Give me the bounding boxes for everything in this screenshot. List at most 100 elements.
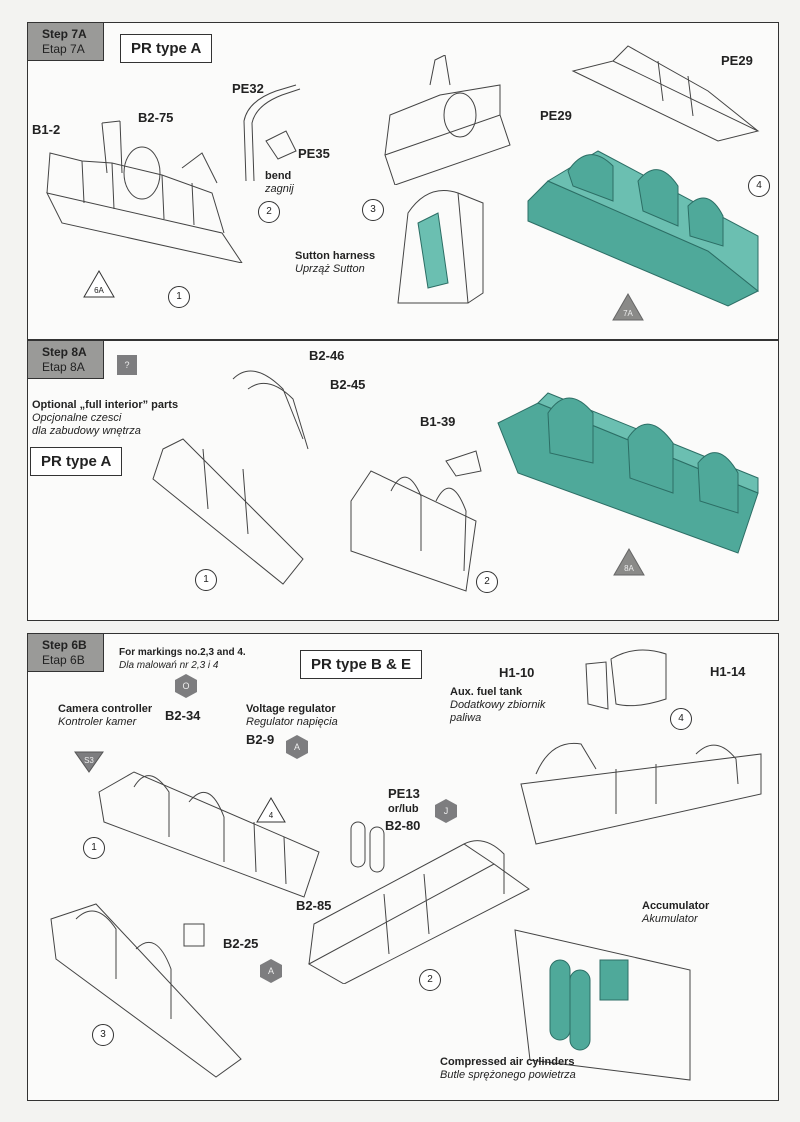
step-8a-etap: Etap 8A <box>42 360 85 374</box>
optional-parts-pl1: Opcjonalne czesci <box>32 412 122 424</box>
aux-fuel-tank-pl1: Dodatkowy zbiornik <box>450 699 546 711</box>
step-6b-type-box: PR type B & E <box>300 650 423 679</box>
cockpit-result-7a <box>527 150 759 307</box>
cockpit-frame-drawing-8a-2 <box>350 450 482 592</box>
hex-icon-a2: A <box>260 959 282 983</box>
substep-2: 2 <box>258 201 280 223</box>
reference-triangle-text: 6A <box>94 286 104 295</box>
result-triangle-8a-icon: 8A <box>613 548 645 576</box>
hex-icon-o: O <box>175 674 197 698</box>
compressed-air-note: Compressed air cylinders Butle sprężoneg… <box>440 1056 576 1082</box>
compressed-air-pl: Butle sprężonego powietrza <box>440 1069 576 1081</box>
part-label-b1-39: B1-39 <box>420 414 456 429</box>
accumulator-pl: Akumulator <box>642 913 698 925</box>
aux-fuel-tank-note: Aux. fuel tank Dodatkowy zbiornik paliwa <box>450 686 545 725</box>
step-8a-type-box: PR type A <box>30 447 123 476</box>
part-label-b2-34: B2-34 <box>165 708 201 723</box>
cockpit-frame-drawing-6b-1 <box>98 771 320 898</box>
step-8a-label: Step 8A Etap 8A <box>28 341 104 379</box>
markings-en: For markings no.2,3 and 4. <box>119 647 246 658</box>
part-label-pe35: PE35 <box>298 146 330 161</box>
result-triangle-8a-text: 8A <box>624 564 634 573</box>
part-label-h1-10: H1-10 <box>499 665 535 680</box>
step-7a-title: Step 7A <box>42 27 87 41</box>
part-label-b2-75: B2-75 <box>138 110 174 125</box>
hex-icon-a1: A <box>286 735 308 759</box>
step-6b-title: Step 6B <box>42 638 87 652</box>
harness-note-pl: Uprząż Sutton <box>295 263 365 275</box>
step-7a-label: Step 7A Etap 7A <box>28 23 104 61</box>
part-label-pe29-top: PE29 <box>721 53 753 68</box>
step-6b-panel: Step 6B Etap 6B For markings no.2,3 and … <box>27 633 779 1101</box>
part-label-pe29-mid: PE29 <box>540 108 572 123</box>
cockpit-result-8a <box>497 392 759 554</box>
optional-parts-note: Optional „full interior” parts Opcjonaln… <box>32 399 178 438</box>
substep-6b-4: 4 <box>670 708 692 730</box>
part-label-b2-46: B2-46 <box>309 348 345 363</box>
substep-6b-1: 1 <box>83 837 105 859</box>
cockpit-frame-drawing-4 <box>571 45 760 142</box>
reference-triangle-6b-icon: 4 <box>256 797 286 823</box>
cockpit-frame-drawing-6b-2 <box>307 840 530 984</box>
part-label-b1-2: B1-2 <box>32 122 61 137</box>
voltage-regulator-en: Voltage regulator <box>246 703 336 715</box>
part-label-pe32: PE32 <box>232 81 264 96</box>
step-7a-panel: Step 7A Etap 7A PR type A <box>27 22 779 340</box>
accumulator-en: Accumulator <box>642 900 710 912</box>
harness-note: Sutton harness Uprząż Sutton <box>295 250 375 276</box>
reference-triangle-6b-text: 4 <box>269 811 274 820</box>
substep-8a-1: 1 <box>195 569 217 591</box>
camera-controller-en: Camera controller <box>58 703 153 715</box>
camera-controller-pl: Kontroler kamer <box>58 716 137 728</box>
part-label-b2-9: B2-9 <box>246 732 275 747</box>
or-lub-note: or/lub <box>388 803 419 816</box>
accumulator-closeup-drawing <box>514 929 691 1081</box>
sutton-harness-closeup <box>397 190 484 304</box>
cylinders-part-drawing <box>350 821 385 873</box>
substep-6b-2: 2 <box>419 969 441 991</box>
reference-triangle-icon: 6A <box>83 270 115 298</box>
bend-note: bend zagnij <box>265 170 294 196</box>
arrow-ref-s3-text: S3 <box>84 756 94 765</box>
markings-note: For markings no.2,3 and 4. Dla malowań n… <box>119 646 246 672</box>
markings-pl: Dla malowań nr 2,3 i 4 <box>119 660 219 671</box>
cockpit-frame-drawing-6b-3 <box>50 903 242 1078</box>
cockpit-frame-drawing-8a-1 <box>152 370 309 585</box>
accumulator-note: Accumulator Akumulator <box>642 900 709 926</box>
step-8a-title: Step 8A <box>42 345 87 359</box>
hex-icon-j: J <box>435 799 457 823</box>
aux-fuel-tank-en: Aux. fuel tank <box>450 686 523 698</box>
part-label-b2-45: B2-45 <box>330 377 366 392</box>
part-label-h1-14: H1-14 <box>710 664 746 679</box>
substep-8a-2: 2 <box>476 571 498 593</box>
step-7a-type-box: PR type A <box>120 34 213 63</box>
step-6b-label: Step 6B Etap 6B <box>28 634 104 672</box>
question-icon: ? <box>117 355 137 375</box>
camera-controller-note: Camera controller Kontroler kamer <box>58 703 152 729</box>
arrow-ref-s3-icon: S3 <box>74 751 104 773</box>
substep-6b-3: 3 <box>92 1024 114 1046</box>
harness-note-en: Sutton harness <box>295 250 376 262</box>
result-triangle-text: 7A <box>623 309 633 318</box>
bend-note-pl: zagnij <box>265 183 294 195</box>
part-label-b2-25: B2-25 <box>223 936 259 951</box>
optional-parts-en: Optional „full interior” parts <box>32 399 179 411</box>
cockpit-frame-drawing-6b-4 <box>520 742 762 845</box>
bend-note-en: bend <box>265 170 292 182</box>
fuel-tank-part-drawing <box>585 649 667 710</box>
voltage-regulator-pl: Regulator napięcia <box>246 716 338 728</box>
step-8a-panel: Step 8A Etap 8A ? Optional „full interio… <box>27 340 779 621</box>
compressed-air-en: Compressed air cylinders <box>440 1056 575 1068</box>
substep-1: 1 <box>168 286 190 308</box>
part-label-b2-85: B2-85 <box>296 898 332 913</box>
or-lub-text: or/lub <box>388 803 419 815</box>
harness-parts-drawing <box>243 84 301 182</box>
part-label-pe13: PE13 <box>388 786 420 801</box>
optional-parts-pl2: dla zabudowy wnętrza <box>32 425 141 437</box>
cockpit-frame-drawing-3 <box>384 55 511 185</box>
step-6b-etap: Etap 6B <box>42 653 85 667</box>
result-triangle-icon: 7A <box>612 293 644 321</box>
part-label-b2-80: B2-80 <box>385 818 421 833</box>
substep-4: 4 <box>748 175 770 197</box>
aux-fuel-tank-pl2: paliwa <box>450 712 482 724</box>
